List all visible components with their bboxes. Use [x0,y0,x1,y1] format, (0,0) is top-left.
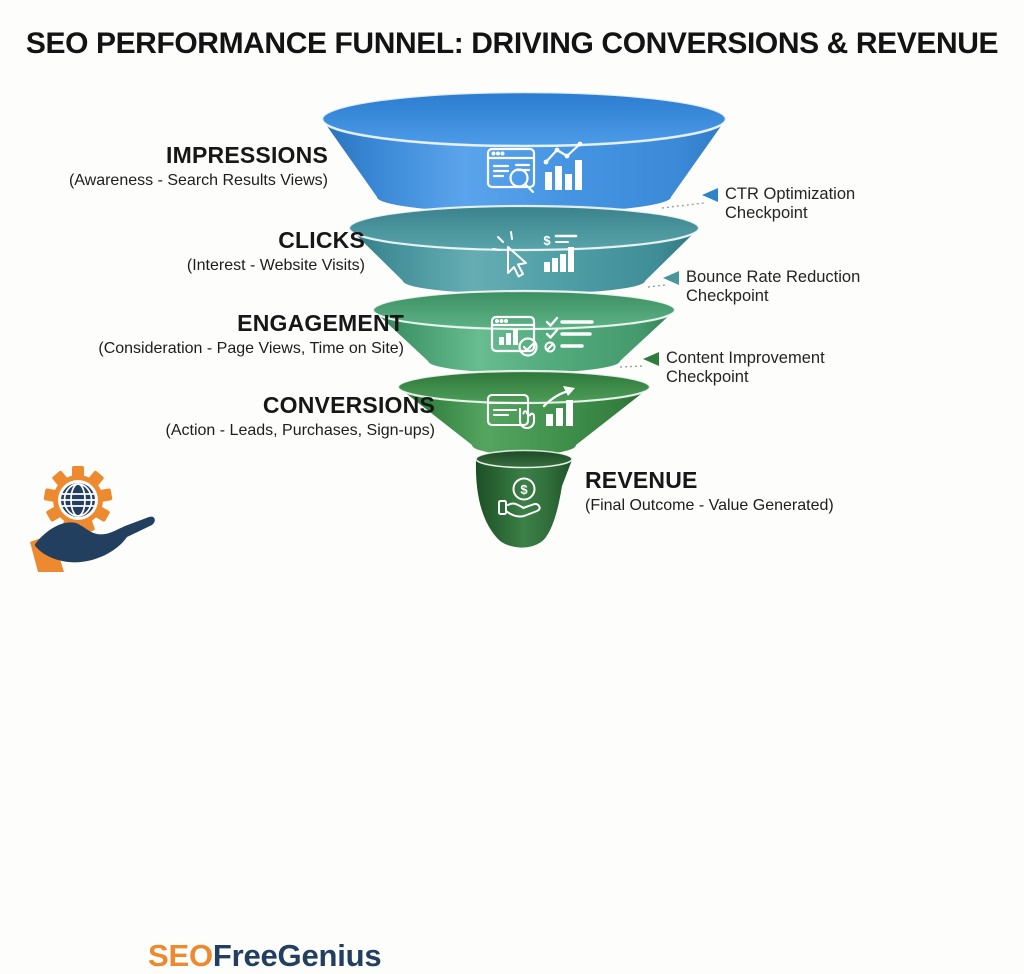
funnel-stage-engagement [371,289,677,373]
checkpoint-line1: CTR Optimization [725,185,856,203]
svg-text:$: $ [520,482,528,497]
stage-description: (Consideration - Page Views, Time on Sit… [98,340,404,357]
left-arrow-icon [643,352,659,366]
cursor-click-icon [492,231,527,278]
hand-coin-icon: $ [498,477,541,518]
checkpoint-bounce-rate: Bounce Rate Reduction Checkpoint [663,268,860,307]
checkpoint-line2: Checkpoint [666,368,749,387]
stage-label-impressions: IMPRESSIONS (Awareness - Search Results … [69,142,328,190]
brand-prefix: SEO [148,938,213,973]
checkpoint-content-improvement: Content Improvement Checkpoint [643,349,825,388]
stage-description: (Final Outcome - Value Generated) [585,497,834,514]
gear-globe-hand-icon [30,466,155,572]
brand-logo: SEOFreeGenius [28,452,408,973]
stage-name: CONVERSIONS [262,392,435,418]
search-results-icon [486,147,536,194]
checkpoint-line1: Bounce Rate Reduction [686,268,861,286]
left-arrow-icon [702,188,718,202]
stage-label-revenue: REVENUE (Final Outcome - Value Generated… [585,467,834,515]
stage-description: (Interest - Website Visits) [186,257,365,274]
stage-description: (Action - Leads, Purchases, Sign-ups) [165,422,435,439]
globe-icon [61,483,95,517]
stage-name: ENGAGEMENT [237,310,404,336]
page-title: SEO PERFORMANCE FUNNEL: DRIVING CONVERSI… [25,27,999,60]
stage-label-conversions: CONVERSIONS (Action - Leads, Purchases, … [166,392,435,440]
stage-label-clicks: CLICKS (Interest - Website Visits) [187,227,365,275]
stage-name: IMPRESSIONS [166,142,328,168]
funnel-stage-impressions [320,90,728,213]
funnel-stage-clicks: $ [347,204,701,294]
stage-description: (Awareness - Search Results Views) [68,172,328,189]
brand-name: SEOFreeGenius [148,938,382,974]
dollar-bars-icon: $ [543,233,578,272]
brand-suffix: FreeGenius [212,938,382,973]
funnel-diagram: $ [320,90,728,548]
stage-name: CLICKS [278,227,365,253]
stage-name: REVENUE [585,467,698,493]
funnel-stage-conversions [396,369,652,455]
checkpoint-line2: Checkpoint [725,204,808,223]
trend-bars-icon [543,141,583,190]
browser-tap-icon [486,393,536,430]
svg-text:$: $ [543,233,551,248]
checkpoint-connectors [619,202,705,368]
stage-label-engagement: ENGAGEMENT (Consideration - Page Views, … [98,310,404,358]
checkpoint-line2: Checkpoint [686,287,769,306]
checkpoint-line1: Content Improvement [666,349,825,367]
funnel-stage-revenue: $ [475,449,573,548]
left-arrow-icon [663,271,679,285]
checklist-icon [544,316,594,353]
hand-icon [34,516,155,563]
browser-analytics-check-icon [490,315,538,357]
checkpoint-ctr-optimization: CTR Optimization Checkpoint [702,185,855,224]
growth-arrow-bars-icon [542,386,575,426]
